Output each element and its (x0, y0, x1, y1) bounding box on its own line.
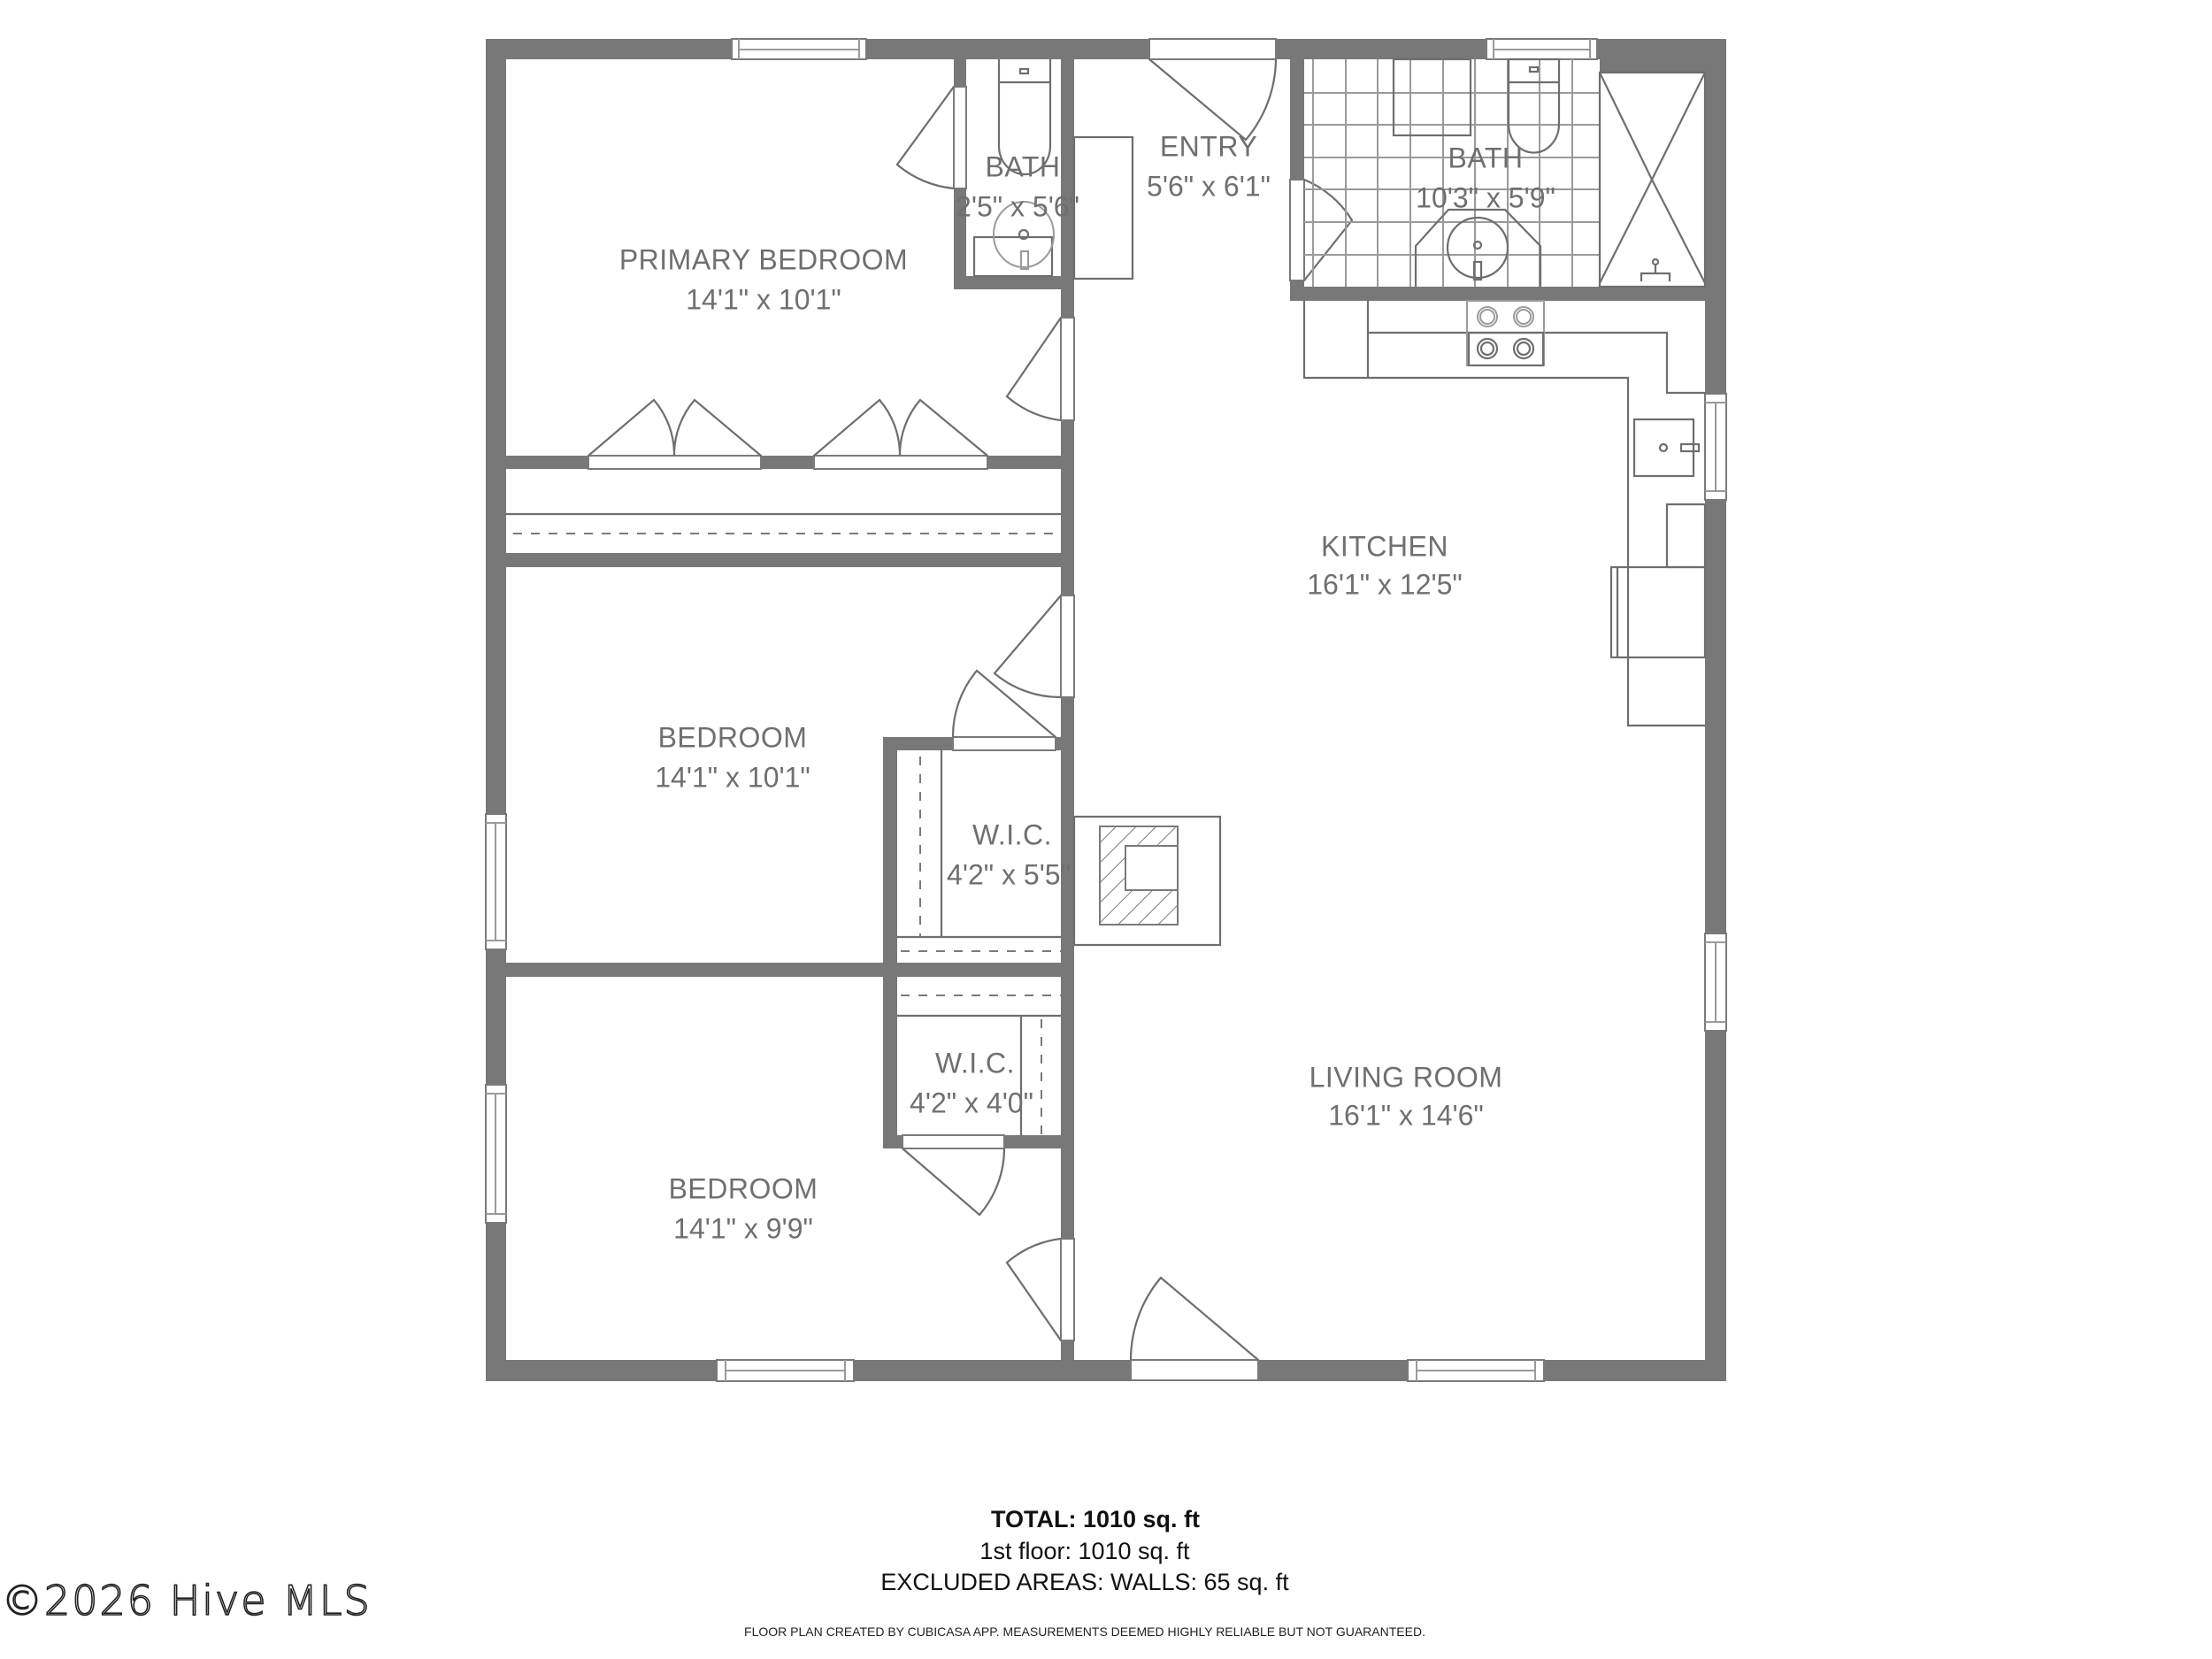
excluded-areas: EXCLUDED AREAS: WALLS: 65 sq. ft (880, 1569, 1289, 1595)
room-dims-bedroom-2: 14'1" x 10'1" (655, 761, 810, 794)
fridge (1609, 565, 1707, 659)
kitchen-sink (1632, 418, 1701, 478)
stove (1466, 300, 1545, 367)
room-label-bedroom-3: BEDROOM (668, 1172, 818, 1205)
room-label-kitchen: KITCHEN (1321, 530, 1448, 563)
room-label-half-bath: BATH (985, 150, 1061, 183)
door-wic-2 (902, 1134, 1006, 1217)
room-label-wic-2: W.I.C. (934, 1047, 1016, 1079)
room-label-primary-bedroom: PRIMARY BEDROOM (618, 243, 909, 276)
room-dims-entry: 5'6" x 6'1" (1147, 170, 1271, 203)
window-bedroom3-left (485, 1084, 507, 1224)
room-dims-bedroom-3: 14'1" x 9'9" (673, 1212, 813, 1245)
window-primary-top (731, 38, 867, 60)
fireplace (1072, 815, 1222, 947)
room-dims-primary-bedroom: 14'1" x 10'1" (686, 283, 841, 316)
door-front (1129, 1276, 1259, 1381)
disclaimer: FLOOR PLAN CREATED BY CUBICASA APP. MEAS… (744, 1624, 1425, 1639)
window-bath-top (1486, 38, 1598, 60)
copyright-watermark: ©2026 Hive MLS (1, 1576, 372, 1625)
room-dims-wic-2: 4'2" x 4'0" (910, 1087, 1033, 1119)
closet-shelving (506, 512, 1061, 1135)
door-half-bath (895, 86, 967, 190)
door-primary-bedroom (1005, 317, 1075, 422)
room-dims-kitchen: 16'1" x 12'5" (1307, 568, 1463, 601)
total-area: TOTAL: 1010 sq. ft (990, 1506, 1201, 1532)
room-label-living-room: LIVING ROOM (1309, 1061, 1503, 1094)
room-label-main-bath: BATH (1448, 142, 1524, 174)
room-label-wic-1: W.I.C. (972, 818, 1053, 851)
room-dims-half-bath: 2'5" x 5'6" (956, 190, 1079, 223)
window-living-right (1704, 933, 1727, 1032)
first-floor-area: 1st floor: 1010 sq. ft (979, 1538, 1190, 1564)
windows (485, 38, 1727, 1382)
doors (588, 38, 1354, 1381)
bath-tiles (1304, 59, 1600, 287)
room-dims-wic-1: 4'2" x 5'5" (947, 858, 1071, 891)
entry-cabinet (1072, 135, 1134, 280)
window-bedroom-left (485, 813, 507, 950)
half-bath-fixtures (972, 59, 1055, 278)
room-label-bedroom-2: BEDROOM (657, 721, 808, 754)
room-dims-living-room: 16'1" x 14'6" (1328, 1099, 1484, 1132)
room-label-entry: ENTRY (1159, 130, 1258, 163)
door-entry (1148, 38, 1278, 142)
closet-bifold-2 (813, 398, 988, 470)
window-living-bottom (1407, 1359, 1545, 1382)
door-main-bath (1289, 178, 1354, 281)
window-bedroom3-bottom (716, 1359, 855, 1382)
room-dims-main-bath: 10'3" x 5'9" (1416, 181, 1555, 214)
door-wic-1 (951, 669, 1056, 751)
main-bath-fixtures (1304, 58, 1707, 288)
door-bedroom-2 (993, 595, 1075, 699)
window-kitchen-right (1704, 393, 1727, 501)
closet-bifold-1 (588, 398, 762, 470)
door-bedroom-3 (1005, 1237, 1075, 1341)
